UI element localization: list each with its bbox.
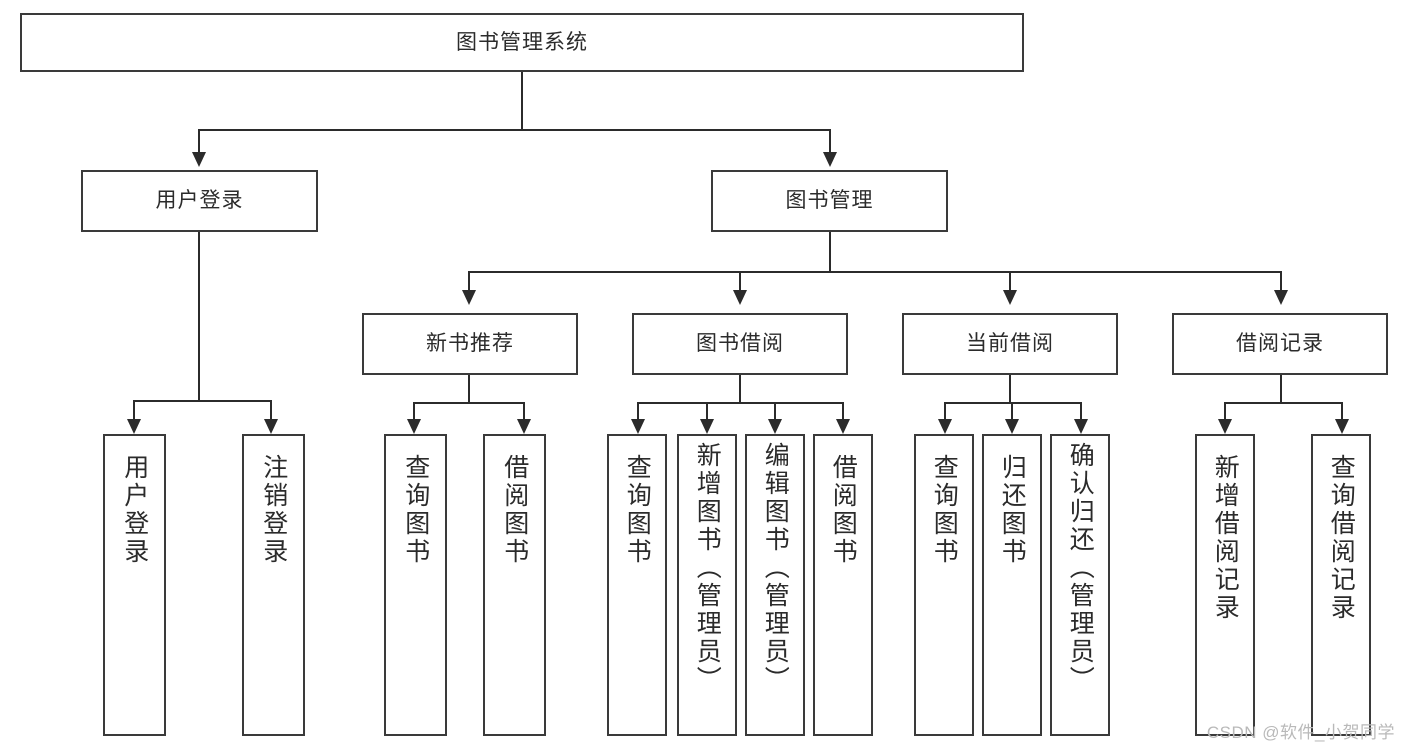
arrow-root-to-book-management bbox=[823, 152, 837, 167]
node-root-system[interactable]: 图书管理系统 bbox=[20, 13, 1024, 72]
node-label: 注销登录 bbox=[259, 454, 288, 566]
arrow-nbr-to-query bbox=[407, 419, 421, 434]
connector-bb-bus bbox=[637, 402, 842, 404]
node-current-borrow[interactable]: 当前借阅 bbox=[902, 313, 1118, 375]
connector-br-bus bbox=[1224, 402, 1341, 404]
connector-book-management-stem bbox=[829, 232, 831, 272]
connector-bb-stem bbox=[739, 375, 741, 403]
node-label: 用户登录 bbox=[120, 454, 149, 566]
arrow-bb-to-query bbox=[631, 419, 645, 434]
node-label: 归还图书 bbox=[998, 454, 1027, 566]
arrow-br-to-query bbox=[1335, 419, 1349, 434]
connector-user-login-to-logout bbox=[270, 400, 272, 422]
connector-nbr-to-borrow bbox=[523, 402, 525, 422]
arrow-bm-to-cb bbox=[1003, 290, 1017, 305]
leaf-nbr-borrow[interactable]: 借阅图书 bbox=[483, 434, 546, 736]
arrow-user-login-to-logout bbox=[264, 419, 278, 434]
leaf-bb-query[interactable]: 查询图书 bbox=[607, 434, 667, 736]
connector-bb-to-add bbox=[706, 402, 708, 422]
node-label: 新增借阅记录 bbox=[1211, 454, 1240, 622]
node-label: 新书推荐 bbox=[426, 332, 514, 356]
arrow-bm-to-br bbox=[1274, 290, 1288, 305]
node-label: 图书借阅 bbox=[696, 332, 784, 356]
node-label: 查询图书 bbox=[401, 454, 430, 566]
connector-cb-to-query bbox=[944, 402, 946, 422]
connector-root-to-user-login bbox=[198, 129, 200, 155]
arrow-bm-to-nbr bbox=[462, 290, 476, 305]
connector-cb-to-return bbox=[1011, 402, 1013, 422]
connector-cb-stem bbox=[1009, 375, 1011, 403]
leaf-bb-edit[interactable]: 编辑图书（管理员） bbox=[745, 434, 805, 736]
arrow-cb-to-return bbox=[1005, 419, 1019, 434]
watermark-text: CSDN @软件_小贺同学 bbox=[1206, 723, 1395, 742]
node-label: 新增图书（管理员） bbox=[693, 442, 722, 694]
leaf-cb-return[interactable]: 归还图书 bbox=[982, 434, 1042, 736]
connector-user-login-stem bbox=[198, 232, 200, 401]
arrow-cb-to-confirm bbox=[1074, 419, 1088, 434]
node-label: 借阅记录 bbox=[1236, 332, 1324, 356]
arrow-bb-to-edit bbox=[768, 419, 782, 434]
connector-bm-to-bb bbox=[739, 271, 741, 293]
connector-bm-to-br bbox=[1280, 271, 1282, 293]
connector-user-login-bus bbox=[133, 400, 270, 402]
leaf-cb-query[interactable]: 查询图书 bbox=[914, 434, 974, 736]
leaf-user-login-login[interactable]: 用户登录 bbox=[103, 434, 166, 736]
connector-cb-to-confirm bbox=[1080, 402, 1082, 422]
arrow-nbr-to-borrow bbox=[517, 419, 531, 434]
node-new-book-recommend[interactable]: 新书推荐 bbox=[362, 313, 578, 375]
connector-root-bus bbox=[198, 129, 830, 131]
arrow-user-login-to-login bbox=[127, 419, 141, 434]
connector-bm-to-nbr bbox=[468, 271, 470, 293]
arrow-br-to-add bbox=[1218, 419, 1232, 434]
arrow-cb-to-query bbox=[938, 419, 952, 434]
node-label: 用户登录 bbox=[155, 189, 244, 213]
node-book-borrow[interactable]: 图书借阅 bbox=[632, 313, 848, 375]
connector-root-to-book-management bbox=[829, 129, 831, 155]
node-label: 编辑图书（管理员） bbox=[761, 442, 790, 694]
arrow-bm-to-bb bbox=[733, 290, 747, 305]
connector-nbr-stem bbox=[468, 375, 470, 403]
node-label: 当前借阅 bbox=[966, 332, 1054, 356]
connector-br-to-query bbox=[1341, 402, 1343, 422]
node-label: 查询图书 bbox=[623, 454, 652, 566]
leaf-user-login-logout[interactable]: 注销登录 bbox=[242, 434, 305, 736]
connector-nbr-bus bbox=[413, 402, 523, 404]
node-label: 图书管理系统 bbox=[456, 30, 588, 54]
connector-bb-to-query bbox=[637, 402, 639, 422]
leaf-br-add[interactable]: 新增借阅记录 bbox=[1195, 434, 1255, 736]
node-label: 借阅图书 bbox=[500, 454, 529, 566]
connector-br-to-add bbox=[1224, 402, 1226, 422]
leaf-cb-confirm-return[interactable]: 确认归还（管理员） bbox=[1050, 434, 1110, 736]
node-label: 查询图书 bbox=[930, 454, 959, 566]
leaf-nbr-query[interactable]: 查询图书 bbox=[384, 434, 447, 736]
node-label: 图书管理 bbox=[785, 189, 874, 213]
connector-bb-to-borrow bbox=[842, 402, 844, 422]
connector-br-stem bbox=[1280, 375, 1282, 403]
node-borrow-records[interactable]: 借阅记录 bbox=[1172, 313, 1388, 375]
node-user-login[interactable]: 用户登录 bbox=[81, 170, 318, 232]
connector-bb-to-edit bbox=[774, 402, 776, 422]
node-label: 借阅图书 bbox=[829, 454, 858, 566]
connector-bm-to-cb bbox=[1009, 271, 1011, 293]
arrow-root-to-user-login bbox=[192, 152, 206, 167]
connector-root-stem bbox=[521, 72, 523, 130]
leaf-br-query[interactable]: 查询借阅记录 bbox=[1311, 434, 1371, 736]
leaf-bb-add[interactable]: 新增图书（管理员） bbox=[677, 434, 737, 736]
connector-nbr-to-query bbox=[413, 402, 415, 422]
leaf-bb-borrow[interactable]: 借阅图书 bbox=[813, 434, 873, 736]
connector-user-login-to-login bbox=[133, 400, 135, 422]
connector-book-management-bus bbox=[468, 271, 1282, 273]
node-label: 查询借阅记录 bbox=[1327, 454, 1356, 622]
node-label: 确认归还（管理员） bbox=[1066, 442, 1095, 694]
arrow-bb-to-borrow bbox=[836, 419, 850, 434]
arrow-bb-to-add bbox=[700, 419, 714, 434]
node-book-management[interactable]: 图书管理 bbox=[711, 170, 948, 232]
